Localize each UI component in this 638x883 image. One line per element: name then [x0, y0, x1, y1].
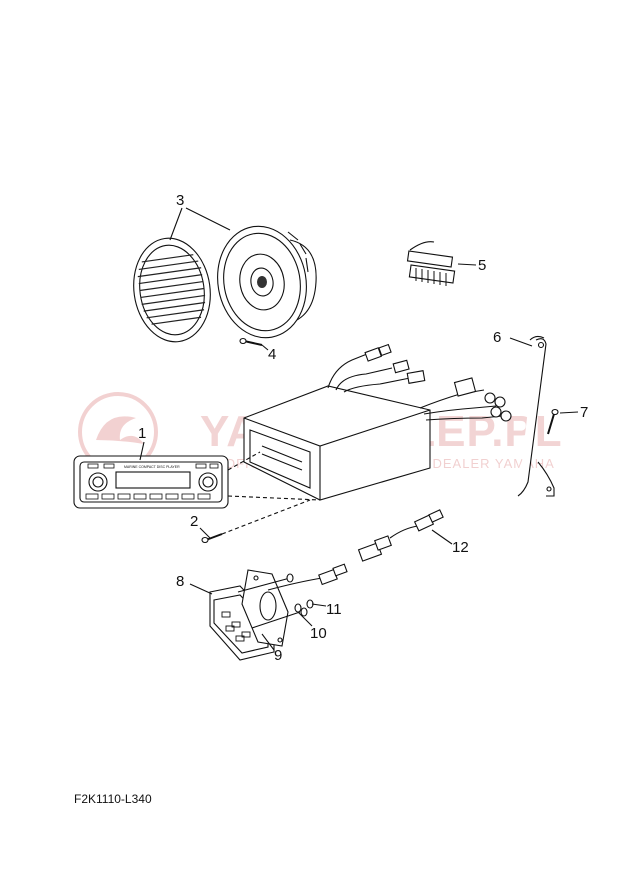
- leader-3: [169, 207, 231, 241]
- callout-5: 5: [478, 257, 486, 274]
- head-unit-1: MARINE COMPACT DISC PLAYER: [73, 455, 229, 509]
- bracket-6: [517, 335, 555, 497]
- callout-10: 10: [310, 625, 327, 642]
- usb-cable-12: [357, 509, 444, 562]
- callout-12: 12: [452, 539, 469, 556]
- panel-cable: [267, 563, 348, 591]
- callout-1: 1: [138, 425, 146, 442]
- mounting-sleeve: [243, 385, 431, 501]
- callout-11: 11: [326, 601, 342, 618]
- screw-7: [547, 408, 559, 435]
- connector-harness-5: [406, 241, 456, 286]
- callout-2: 2: [190, 513, 198, 530]
- callout-7: 7: [580, 404, 588, 421]
- screw-2: [201, 533, 223, 544]
- screw-4: [239, 337, 263, 346]
- callout-3: 3: [176, 192, 184, 209]
- speaker-grille: [133, 237, 211, 343]
- callout-6: 6: [493, 329, 501, 346]
- callout-9: 9: [274, 647, 282, 664]
- speaker: [217, 225, 317, 339]
- callout-8: 8: [176, 573, 184, 590]
- wiring-harness: [327, 343, 512, 422]
- head-unit-model-label: MARINE COMPACT DISC PLAYER: [124, 465, 180, 469]
- callout-4: 4: [268, 346, 276, 363]
- drawing-code: F2K1110-L340: [74, 792, 152, 806]
